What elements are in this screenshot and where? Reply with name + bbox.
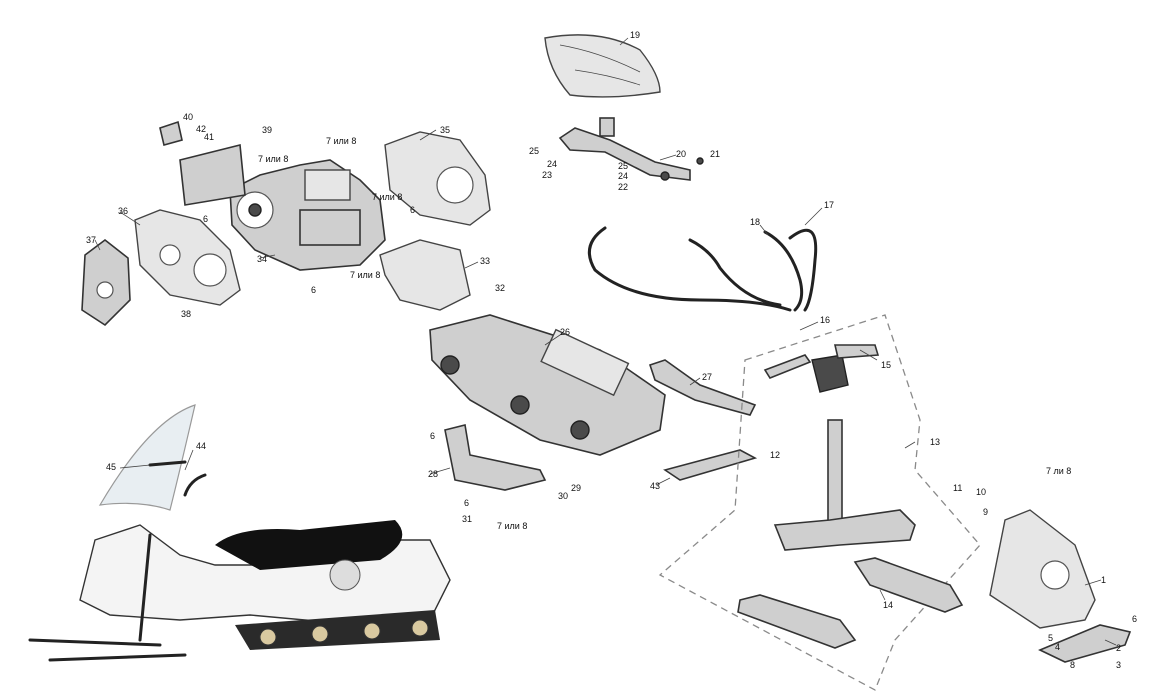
callout-32: 32 — [495, 283, 505, 293]
callout-1: 1 — [1101, 575, 1106, 585]
callout-36: 36 — [118, 206, 128, 216]
seat-illustration — [215, 520, 403, 570]
callout-34: 34 — [257, 254, 267, 264]
callout-45: 45 — [106, 462, 116, 472]
callout-6-engine-left: 6 — [203, 214, 208, 224]
callout-41: 41 — [204, 132, 214, 142]
callout-7-or-8-mid: 7 или 8 — [372, 192, 402, 202]
callout-23: 23 — [542, 170, 552, 180]
callout-33: 33 — [480, 256, 490, 266]
callout-6-footrest: 6 — [464, 498, 469, 508]
callout-39: 39 — [262, 125, 272, 135]
callout-17: 17 — [824, 200, 834, 210]
callout-25-left: 25 — [529, 146, 539, 156]
part-engine-assembly — [159, 120, 386, 271]
callout-7-or-8-left: 7 или 8 — [258, 154, 288, 164]
callout-43: 43 — [650, 481, 660, 491]
callout-31: 31 — [462, 514, 472, 524]
part-track-frame — [429, 314, 666, 456]
part-side-cover-right — [384, 131, 491, 226]
callout-16: 16 — [820, 315, 830, 325]
callout-6: 6 — [1132, 614, 1137, 624]
callout-38: 38 — [181, 309, 191, 319]
callout-12: 12 — [770, 450, 780, 460]
assembled-snowmobile-illustration — [28, 404, 451, 662]
part-brake-cables — [587, 226, 818, 312]
callout-27: 27 — [702, 372, 712, 382]
callout-37: 37 — [86, 235, 96, 245]
callout-42: 42 — [196, 124, 206, 134]
part-handlebar-mount — [558, 117, 704, 181]
callout-25-right: 25 — [618, 161, 628, 171]
callout-10: 10 — [976, 487, 986, 497]
callout-29: 29 — [571, 483, 581, 493]
callout-3: 3 — [1116, 660, 1121, 670]
callout-20: 20 — [676, 149, 686, 159]
part-footrest-right — [648, 359, 757, 416]
part-footrest-left — [444, 424, 547, 491]
callout-11: 11 — [953, 483, 962, 493]
callout-18: 18 — [750, 217, 760, 227]
track-illustration — [235, 610, 440, 650]
callout-2: 2 — [1116, 643, 1121, 653]
callout-8: 8 — [1070, 660, 1075, 670]
part-chain-guard — [81, 238, 131, 327]
part-front-nose-cover — [989, 509, 1096, 629]
callout-40: 40 — [183, 112, 193, 122]
callout-21: 21 — [710, 149, 720, 159]
callout-7-or-8-top: 7 или 8 — [326, 136, 356, 146]
callout-6-engine-bottom: 6 — [311, 285, 316, 295]
callout-28: 28 — [428, 469, 438, 479]
callout-19: 19 — [630, 30, 640, 40]
part-front-bracket — [1038, 624, 1132, 663]
callout-44: 44 — [196, 441, 206, 451]
callout-14: 14 — [883, 600, 893, 610]
callout-7-or-8-right: 7 ли 8 — [1046, 466, 1071, 476]
part-skid-plate — [663, 449, 758, 481]
callout-24-right: 24 — [618, 171, 628, 181]
callout-9: 9 — [983, 507, 988, 517]
callout-4: 4 — [1055, 642, 1060, 652]
steering-ski-group — [658, 314, 981, 691]
callout-26: 26 — [560, 327, 570, 337]
callout-35: 35 — [440, 125, 450, 135]
windshield-illustration — [98, 404, 196, 511]
leader-lines — [94, 37, 1117, 646]
part-lower-panel — [379, 239, 471, 311]
callout-30: 30 — [558, 491, 568, 501]
part-windshield — [544, 34, 661, 98]
callout-labels: 1 2 3 4 5 6 8 9 10 11 7 ли 8 12 13 14 15… — [86, 30, 1137, 670]
callout-6-engine-right: 6 — [410, 205, 415, 215]
callout-24-left: 24 — [547, 159, 557, 169]
callout-7-or-8-bottom: 7 или 8 — [350, 270, 380, 280]
callout-5: 5 — [1048, 633, 1053, 643]
callout-15: 15 — [881, 360, 891, 370]
callout-13: 13 — [930, 437, 940, 447]
part-side-cover-left — [134, 209, 241, 306]
callout-6-track: 6 — [430, 431, 435, 441]
callout-7-or-8-footrest: 7 или 8 — [497, 521, 527, 531]
callout-22: 22 — [618, 182, 628, 192]
